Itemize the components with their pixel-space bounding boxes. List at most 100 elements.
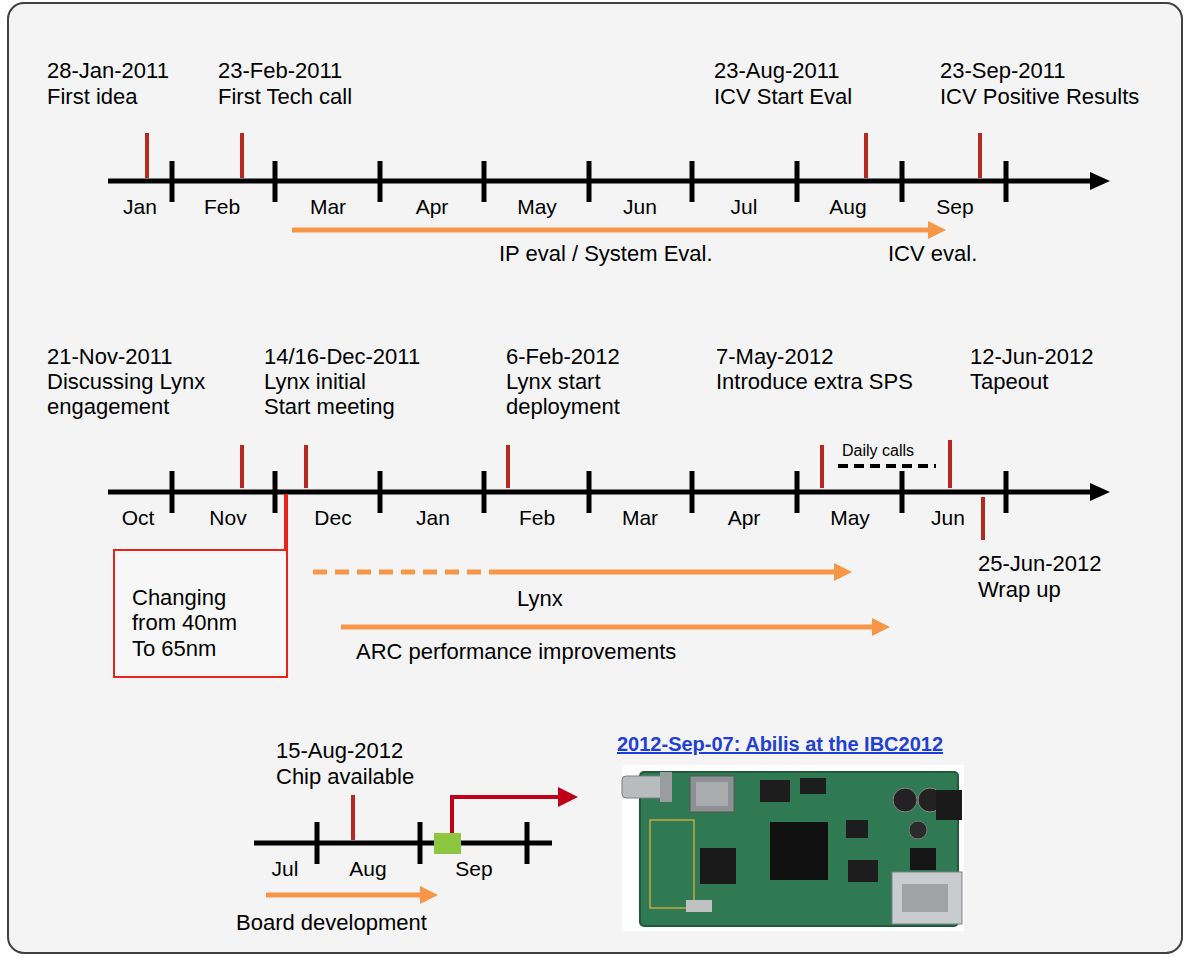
label-holder: Sep xyxy=(936,195,973,219)
label-holder: 7-May-2012 xyxy=(716,344,833,369)
label-holder: Jun xyxy=(931,506,965,530)
event-date: 12-Jun-2012 xyxy=(970,344,1094,369)
month-label: Sep xyxy=(455,857,492,881)
label-holder: Apr xyxy=(416,195,449,219)
month-label: Jul xyxy=(731,195,758,219)
event-text: Discussing Lynx engagement xyxy=(47,369,222,420)
label-holder: Chip available xyxy=(276,764,414,789)
label-holder: Wrap up xyxy=(978,577,1061,602)
month-label: Mar xyxy=(310,195,346,219)
label-holder: Aug xyxy=(349,857,386,881)
month-label: Jul xyxy=(272,857,299,881)
label-holder: ARC performance improvements xyxy=(356,639,676,664)
label-holder: May xyxy=(517,195,557,219)
month-label: Jan xyxy=(416,506,450,530)
label-holder: 28-Jan-2011 xyxy=(47,58,169,83)
event-text: Wrap up xyxy=(978,577,1061,602)
label-holder: 15-Aug-2012 xyxy=(276,738,403,763)
event-date: 21-Nov-2011 xyxy=(47,344,173,369)
month-label: Oct xyxy=(122,506,155,530)
label-holder: 6-Feb-2012 xyxy=(506,344,620,369)
label-holder: Mar xyxy=(622,506,658,530)
event-text: First idea xyxy=(47,84,137,109)
label-holder: 23-Aug-2011 xyxy=(714,58,840,83)
phase-label: Board development xyxy=(236,910,427,935)
label-holder: 23-Sep-2011 xyxy=(940,58,1066,83)
label-holder: Jan xyxy=(416,506,450,530)
event-text: Introduce extra SPS xyxy=(716,369,913,394)
phase-label: IP eval / System Eval. xyxy=(499,241,713,266)
note-box: Changing from 40nm To 65nm xyxy=(113,549,288,678)
label-holder: 23-Feb-2011 xyxy=(218,58,342,83)
label-holder: May xyxy=(830,506,870,530)
event-date: 28-Jan-2011 xyxy=(47,58,169,83)
board-photo xyxy=(622,765,964,931)
label-holder: Aug xyxy=(829,195,866,219)
month-label: Feb xyxy=(519,506,555,530)
month-label: Aug xyxy=(829,195,866,219)
label-holder: Feb xyxy=(519,506,555,530)
label-holder: Mar xyxy=(310,195,346,219)
label-holder: Dec xyxy=(314,506,351,530)
label-holder: ICV Start Eval xyxy=(714,84,852,109)
label-holder: Apr xyxy=(728,506,761,530)
label-holder: First Tech call xyxy=(218,84,352,109)
label-holder: Board development xyxy=(236,910,427,935)
label-holder: Tapeout xyxy=(970,369,1048,394)
label-holder: Lynx initial Start meeting xyxy=(264,369,409,420)
event-date: 23-Sep-2011 xyxy=(940,58,1066,83)
event-text: ICV Positive Results xyxy=(940,84,1139,109)
event-date: 23-Aug-2011 xyxy=(714,58,840,83)
event-text: ICV Start Eval xyxy=(714,84,852,109)
label-holder: Nov xyxy=(209,506,246,530)
event-date: 25-Jun-2012 xyxy=(978,551,1102,576)
month-label: Apr xyxy=(728,506,761,530)
label-holder: Daily calls xyxy=(842,442,914,460)
month-label: Dec xyxy=(314,506,351,530)
month-label: Feb xyxy=(204,195,240,219)
month-label: Jun xyxy=(931,506,965,530)
link-text: 2012-Sep-07: Abilis at the IBC2012 xyxy=(617,733,943,756)
phase-label: ARC performance improvements xyxy=(356,639,676,664)
event-text: First Tech call xyxy=(218,84,352,109)
label-holder: 2012-Sep-07: Abilis at the IBC2012 xyxy=(617,733,943,756)
label-holder: Jul xyxy=(731,195,758,219)
label-holder: 14/16-Dec-2011 xyxy=(264,344,420,369)
label-holder: Jul xyxy=(272,857,299,881)
phase-label: ICV eval. xyxy=(888,241,977,266)
month-label: Nov xyxy=(209,506,246,530)
label-holder: Discussing Lynx engagement xyxy=(47,369,222,420)
event-date: 14/16-Dec-2011 xyxy=(264,344,420,369)
event-date: 6-Feb-2012 xyxy=(506,344,620,369)
month-label: Jan xyxy=(123,195,157,219)
label-holder: 21-Nov-2011 xyxy=(47,344,173,369)
event-date: 23-Feb-2011 xyxy=(218,58,342,83)
event-text: Lynx start deployment xyxy=(506,369,636,420)
label-holder: ICV eval. xyxy=(888,241,977,266)
month-label: Mar xyxy=(622,506,658,530)
label-holder: ICV Positive Results xyxy=(940,84,1139,109)
event-text: Lynx initial Start meeting xyxy=(264,369,409,420)
month-label: May xyxy=(830,506,870,530)
label-holder: 12-Jun-2012 xyxy=(970,344,1094,369)
label-holder: 25-Jun-2012 xyxy=(978,551,1102,576)
label-holder: Lynx start deployment xyxy=(506,369,636,420)
month-label: Aug xyxy=(349,857,386,881)
label-holder: Introduce extra SPS xyxy=(716,369,913,394)
label-holder: Oct xyxy=(122,506,155,530)
note-text: Changing from 40nm To 65nm xyxy=(132,585,257,661)
month-label: Jun xyxy=(623,195,657,219)
event-date: 7-May-2012 xyxy=(716,344,833,369)
label-holder: Lynx xyxy=(517,586,563,611)
label-holder: Sep xyxy=(455,857,492,881)
event-text: Tapeout xyxy=(970,369,1048,394)
month-label: May xyxy=(517,195,557,219)
label-holder: Feb xyxy=(204,195,240,219)
label-holder: First idea xyxy=(47,84,137,109)
label-holder: IP eval / System Eval. xyxy=(499,241,713,266)
event-date: 15-Aug-2012 xyxy=(276,738,403,763)
month-label: Sep xyxy=(936,195,973,219)
note-label: Daily calls xyxy=(842,442,914,460)
